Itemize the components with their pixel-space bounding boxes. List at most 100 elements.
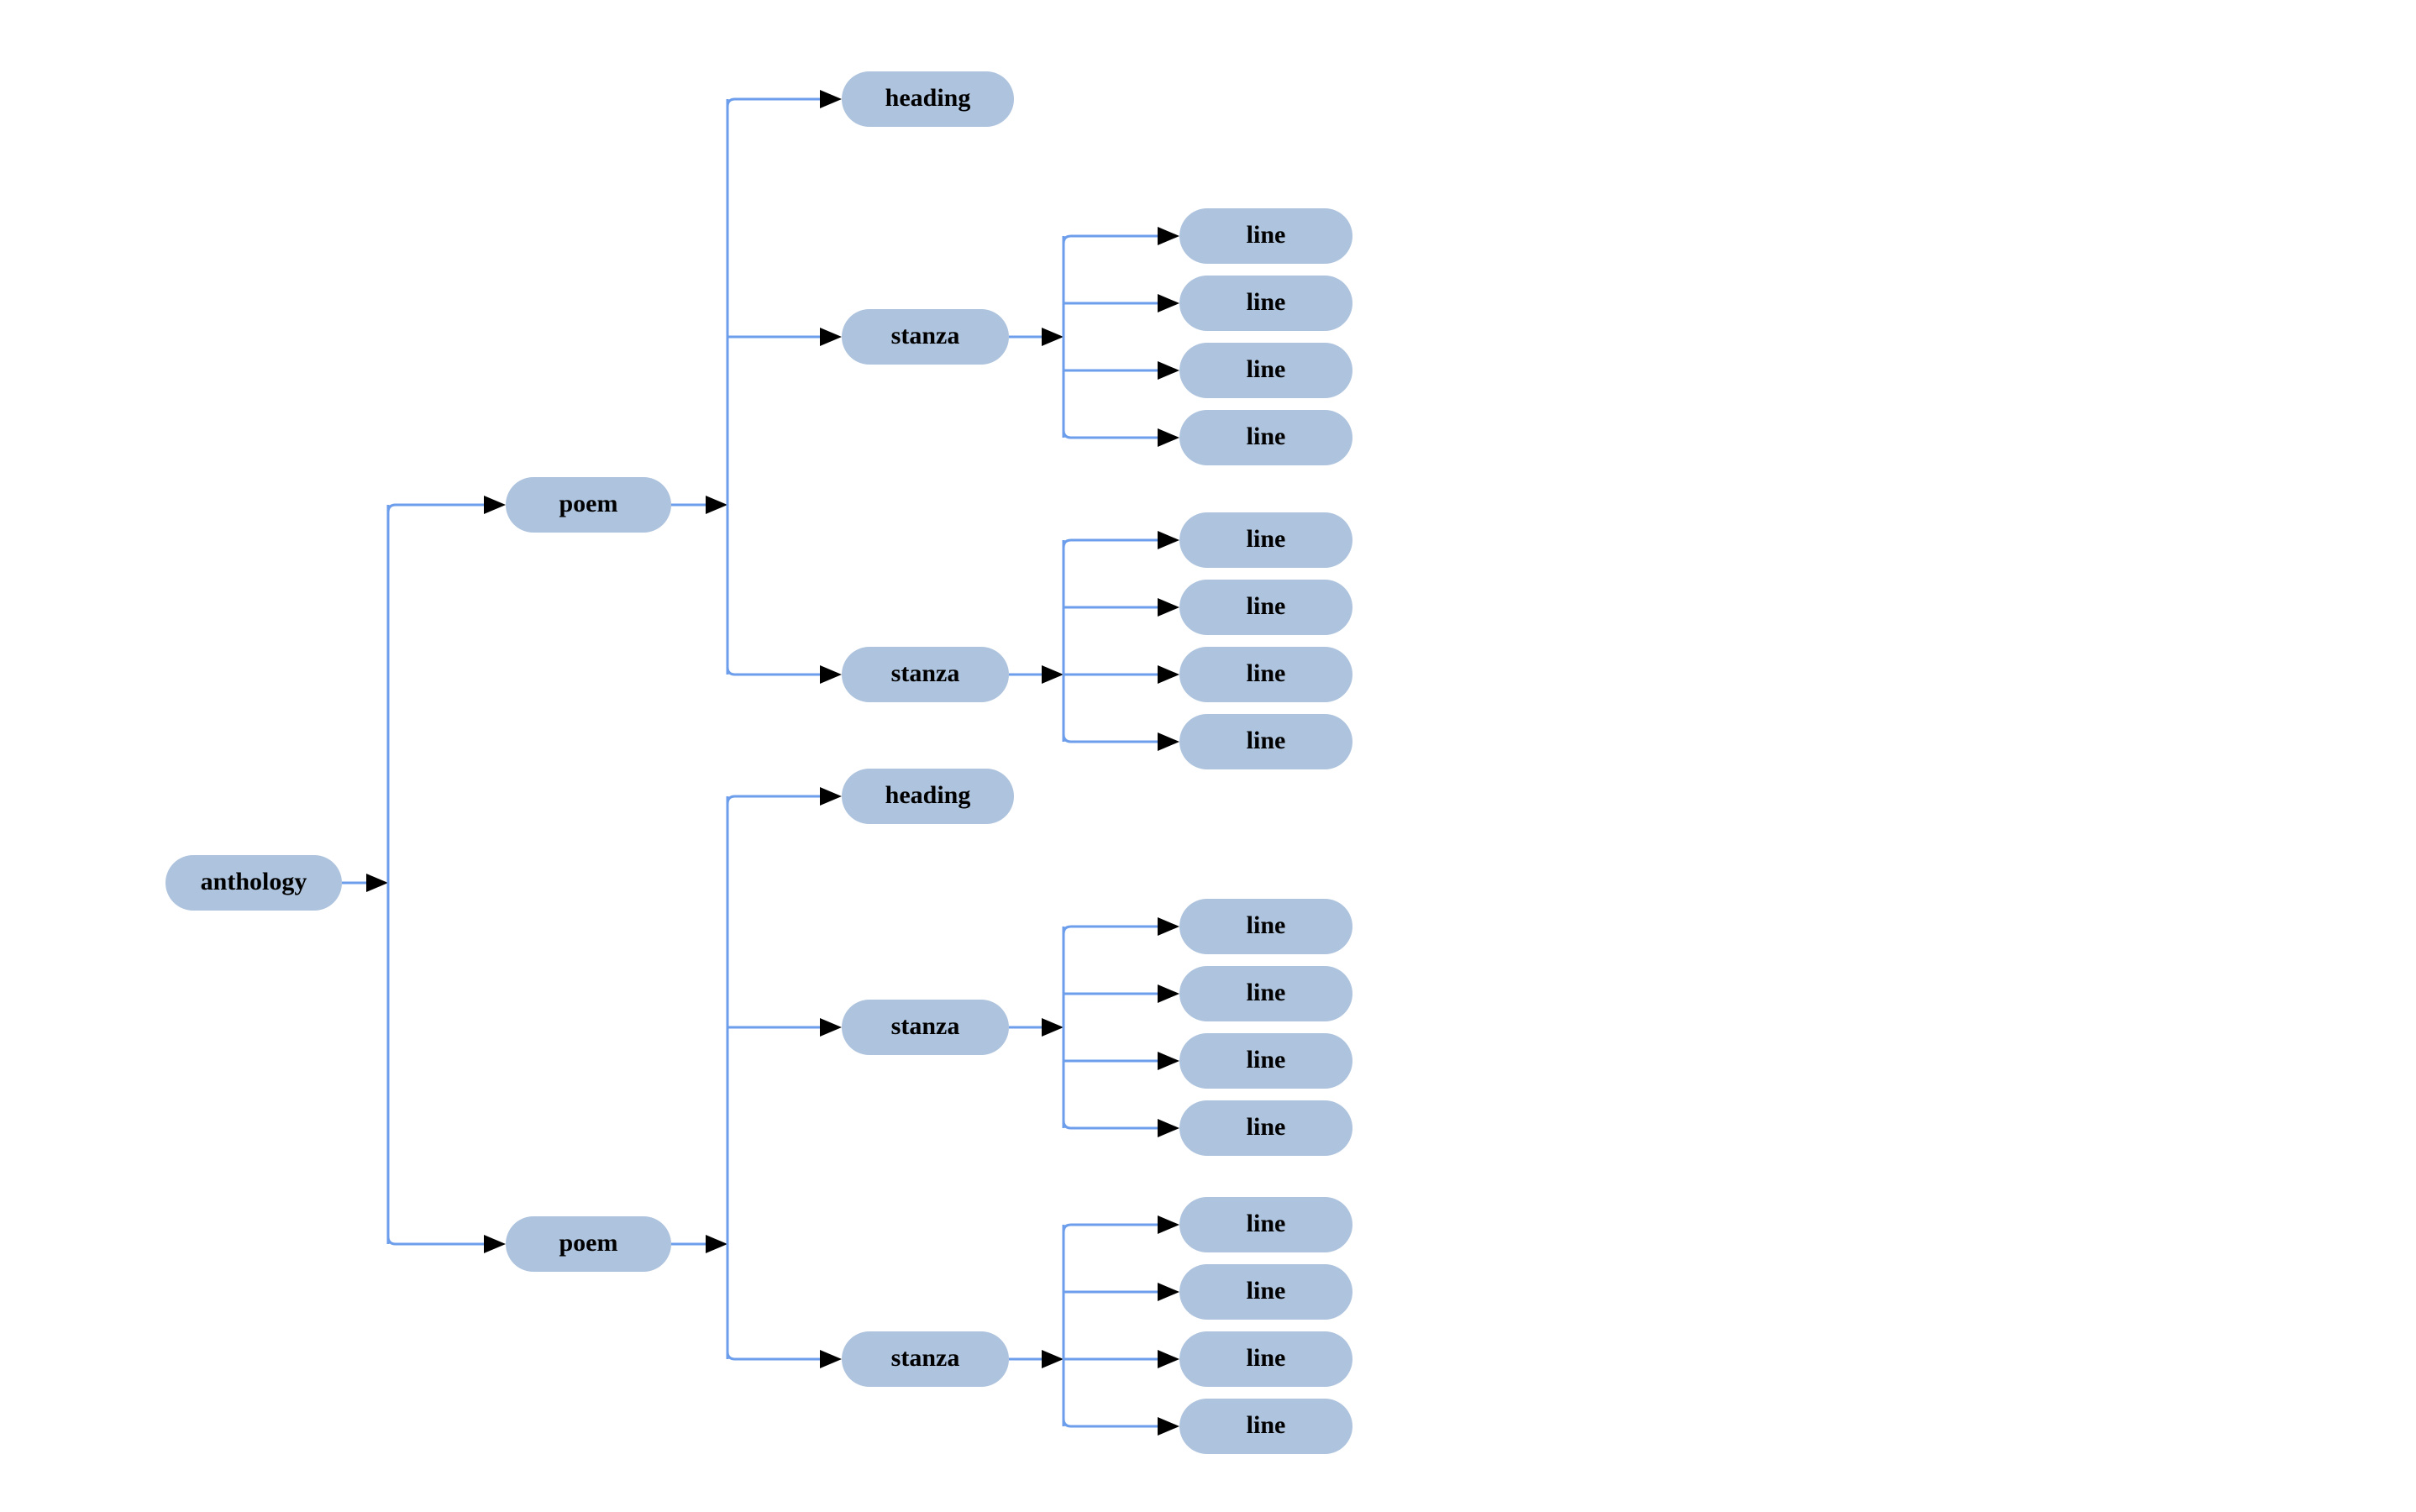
tree-node-p1-s1-line4[interactable]: line [1179,410,1352,465]
edge-group-anthology [342,496,506,1253]
tree-node-p1-s2-line1[interactable]: line [1179,512,1352,568]
edge-branch [726,795,820,805]
arrow-head-icon [820,787,842,806]
tree-node-p2-s1-line4[interactable]: line [1179,1100,1352,1156]
arrow-head-icon [1042,1018,1064,1037]
node-shape[interactable] [1179,208,1352,264]
arrow-head-icon [820,1018,842,1037]
edge-branch [1062,1223,1158,1233]
edge-group-poem1 [671,90,842,684]
edge-branch [386,1236,484,1246]
node-shape[interactable] [842,71,1014,127]
edge-branch [726,1351,820,1361]
node-shape[interactable] [165,855,342,911]
node-label: line [1247,355,1286,383]
tree-node-p2-s1-line1[interactable]: line [1179,899,1352,954]
node-shape[interactable] [842,769,1014,824]
arrow-head-icon [1042,328,1064,346]
tree-node-poem1[interactable]: poem [506,477,671,533]
edge-group-poem2 [671,787,842,1368]
arrow-head-icon [1158,665,1179,684]
arrow-head-icon [1042,1350,1064,1368]
tree-node-p1-stanza2[interactable]: stanza [842,647,1009,702]
node-shape[interactable] [1179,1264,1352,1320]
node-label: line [1247,659,1286,687]
tree-node-p2-s2-line2[interactable]: line [1179,1264,1352,1320]
tree-node-p2-s1-line2[interactable]: line [1179,966,1352,1021]
edge-group-p2-stanza2 [1009,1215,1179,1436]
edge-branch [1062,234,1158,244]
node-shape[interactable] [1179,276,1352,331]
node-label: line [1247,525,1286,553]
node-shape[interactable] [1179,647,1352,702]
tree-node-p1-s2-line4[interactable]: line [1179,714,1352,769]
node-label: stanza [891,1344,960,1372]
node-shape[interactable] [1179,512,1352,568]
node-label: heading [885,84,971,112]
node-label: heading [885,781,971,809]
node-shape[interactable] [1179,1033,1352,1089]
tree-node-p2-s2-line4[interactable]: line [1179,1399,1352,1454]
node-label: line [1247,592,1286,620]
tree-node-p2-s2-line1[interactable]: line [1179,1197,1352,1252]
tree-node-p2-s2-line3[interactable]: line [1179,1331,1352,1387]
tree-node-p2-stanza2[interactable]: stanza [842,1331,1009,1387]
node-label: stanza [891,322,960,349]
node-shape[interactable] [842,309,1009,365]
arrow-head-icon [1158,1052,1179,1070]
node-shape[interactable] [506,477,671,533]
arrow-head-icon [706,496,727,514]
tree-node-p1-s2-line2[interactable]: line [1179,580,1352,635]
node-shape[interactable] [1179,1399,1352,1454]
tree-node-anthology[interactable]: anthology [165,855,342,911]
tree-node-p2-heading[interactable]: heading [842,769,1014,824]
arrow-head-icon [1158,227,1179,245]
edge-group-p1-stanza1 [1009,227,1179,447]
node-shape[interactable] [1179,410,1352,465]
node-label: poem [559,490,618,517]
arrow-head-icon [1158,531,1179,549]
tree-node-p2-stanza1[interactable]: stanza [842,1000,1009,1055]
node-shape[interactable] [1179,1100,1352,1156]
edge-layer [342,90,1179,1436]
node-shape[interactable] [506,1216,671,1272]
tree-node-p1-heading[interactable]: heading [842,71,1014,127]
edge-branch [726,97,820,108]
node-shape[interactable] [842,647,1009,702]
node-label: line [1247,1344,1286,1372]
tree-node-poem2[interactable]: poem [506,1216,671,1272]
edge-group-p1-stanza2 [1009,531,1179,751]
node-shape[interactable] [1179,966,1352,1021]
arrow-head-icon [1042,665,1064,684]
node-label: line [1247,423,1286,450]
tree-node-p1-stanza1[interactable]: stanza [842,309,1009,365]
node-shape[interactable] [1179,1197,1352,1252]
node-shape[interactable] [842,1331,1009,1387]
tree-node-p1-s1-line3[interactable]: line [1179,343,1352,398]
node-label: line [1247,1210,1286,1237]
node-label: line [1247,727,1286,754]
arrow-head-icon [1158,1119,1179,1137]
node-label: anthology [201,868,307,895]
node-shape[interactable] [1179,1331,1352,1387]
arrow-head-icon [820,90,842,108]
node-label: line [1247,288,1286,316]
edge-branch [726,666,820,676]
arrow-head-icon [1158,361,1179,380]
tree-node-p2-s1-line3[interactable]: line [1179,1033,1352,1089]
arrow-head-icon [1158,984,1179,1003]
edge-group-p2-stanza1 [1009,917,1179,1137]
node-label: line [1247,1046,1286,1074]
arrow-head-icon [1158,732,1179,751]
arrow-head-icon [1158,294,1179,312]
node-shape[interactable] [1179,580,1352,635]
node-shape[interactable] [1179,714,1352,769]
arrow-head-icon [1158,1283,1179,1301]
node-shape[interactable] [1179,343,1352,398]
tree-node-p1-s1-line2[interactable]: line [1179,276,1352,331]
node-shape[interactable] [1179,899,1352,954]
node-shape[interactable] [842,1000,1009,1055]
tree-node-p1-s2-line3[interactable]: line [1179,647,1352,702]
tree-node-p1-s1-line1[interactable]: line [1179,208,1352,264]
